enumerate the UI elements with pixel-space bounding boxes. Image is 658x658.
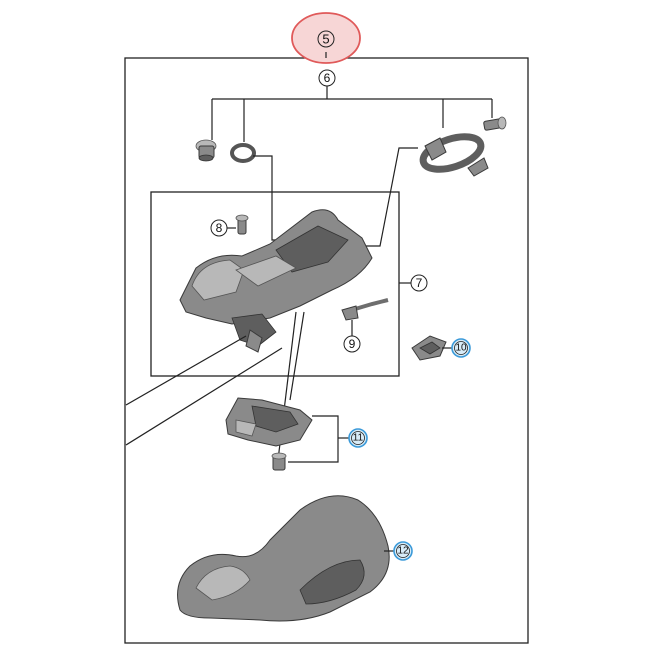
callout-5-label: 5 xyxy=(322,32,329,47)
spring-part xyxy=(341,298,389,321)
explode-lines xyxy=(125,311,305,461)
callout-5-highlighted[interactable]: 5 xyxy=(291,12,361,64)
callout-6[interactable]: 6 xyxy=(318,69,336,87)
callout-11[interactable]: 11 xyxy=(348,428,368,448)
callout-9[interactable]: 9 xyxy=(343,320,361,353)
callout-10[interactable]: 10 xyxy=(442,338,471,358)
subassembly-frame xyxy=(150,191,400,377)
clamp-bolt-part xyxy=(483,116,507,131)
cover-part xyxy=(225,397,313,447)
callout-7-label: 7 xyxy=(416,276,423,290)
bolt-left-part xyxy=(195,139,217,162)
hood-cover-part xyxy=(177,495,390,622)
clip-part xyxy=(411,335,447,361)
callout-12[interactable]: 12 xyxy=(384,541,413,561)
callout-6-leaders xyxy=(211,86,493,142)
callout-8-label: 8 xyxy=(216,221,223,235)
callout-11-leaders xyxy=(288,415,349,463)
washer-part xyxy=(230,143,256,163)
callout-9-label: 9 xyxy=(349,337,356,351)
screw-part xyxy=(271,452,287,471)
callout-8[interactable]: 8 xyxy=(210,219,236,237)
callout-7[interactable]: 7 xyxy=(399,274,428,292)
callout-10-label: 10 xyxy=(455,343,467,354)
callout-11-label: 11 xyxy=(353,433,364,444)
lever-body-part xyxy=(179,209,373,353)
pin-part xyxy=(235,214,249,235)
callout-12-label: 12 xyxy=(397,546,409,557)
clamp-band-part xyxy=(419,133,489,177)
callout-6-label: 6 xyxy=(324,71,331,85)
